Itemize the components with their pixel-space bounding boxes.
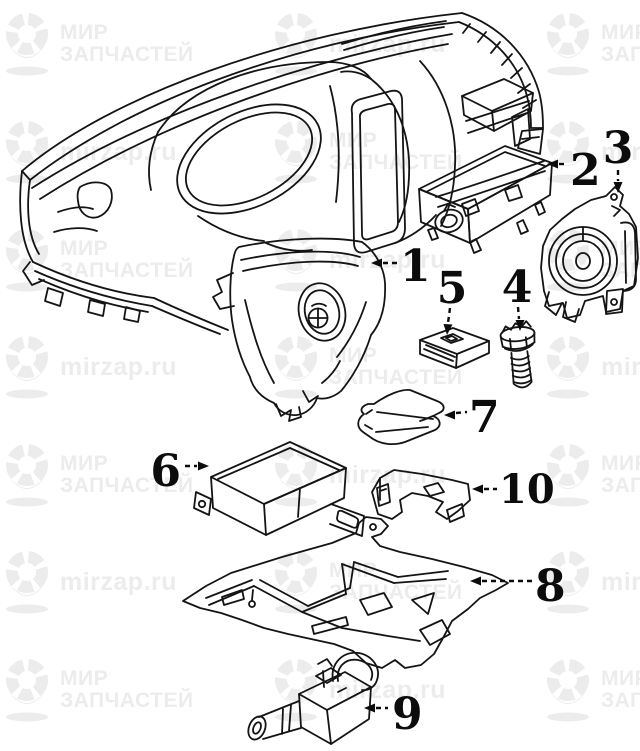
brand-pin-icon bbox=[547, 336, 589, 399]
watermark-domain: mirzap.ru bbox=[273, 12, 446, 76]
brand-pin-icon bbox=[6, 13, 48, 76]
callout-10-label: 10 bbox=[499, 466, 555, 513]
brand-pin-icon bbox=[6, 121, 48, 184]
watermark-domain-text: mirzap.ru bbox=[329, 29, 447, 58]
brand-pin-icon bbox=[6, 659, 48, 722]
clockspring-coil-drawing bbox=[540, 186, 639, 323]
callout-4-label: 4 bbox=[502, 262, 533, 313]
brand-pin-icon bbox=[547, 444, 589, 507]
callout-3-label: 3 bbox=[603, 123, 634, 174]
callout-9-label: 9 bbox=[392, 689, 423, 740]
callout-5: 5 bbox=[437, 263, 468, 335]
mounting-bolt-drawing bbox=[499, 320, 536, 389]
callout-3: 3 bbox=[603, 123, 634, 193]
instrument-panel-drawing bbox=[19, 12, 546, 335]
watermark-domain-text: mirzap.ru bbox=[601, 352, 640, 381]
u-nut-clip-drawing bbox=[419, 327, 490, 369]
callout-7: 7 bbox=[444, 392, 500, 443]
brand-pin-icon bbox=[547, 121, 589, 184]
watermark-domain: mirzap.ru bbox=[273, 658, 446, 722]
callout-10: 10 bbox=[472, 466, 555, 513]
module-cover-drawing bbox=[357, 389, 445, 446]
callout-6-label: 6 bbox=[150, 446, 181, 497]
watermark-domain: mirzap.ru bbox=[545, 335, 640, 399]
airbag-control-module-drawing bbox=[193, 441, 365, 537]
brand-pin-icon bbox=[275, 121, 317, 184]
brand-pin-icon bbox=[547, 551, 589, 614]
brand-pin-icon bbox=[6, 551, 48, 614]
callout-6: 6 bbox=[150, 446, 209, 497]
callout-9: 9 bbox=[364, 689, 423, 740]
brand-pin-icon bbox=[547, 659, 589, 722]
brand-pin-icon bbox=[6, 336, 48, 399]
callout-8-label: 8 bbox=[535, 561, 566, 612]
callout-2: 2 bbox=[547, 145, 601, 196]
watermark-domain: mirzap.ru bbox=[545, 550, 640, 614]
brand-pin-icon bbox=[275, 659, 317, 722]
callout-7-label: 7 bbox=[469, 392, 500, 443]
callout-2-label: 2 bbox=[570, 145, 601, 196]
watermark-domain-text: mirzap.ru bbox=[601, 567, 640, 596]
impact-sensor-drawing bbox=[247, 651, 379, 745]
brand-pin-icon bbox=[547, 229, 589, 292]
watermark-domain-text: mirzap.ru bbox=[60, 352, 178, 381]
passenger-airbag-module-drawing bbox=[418, 145, 553, 254]
brand-pin-icon bbox=[6, 444, 48, 507]
support-bracket-drawing bbox=[371, 469, 471, 523]
callout-4: 4 bbox=[502, 262, 533, 331]
callout-5-label: 5 bbox=[437, 263, 468, 314]
callout-1-label: 1 bbox=[400, 241, 431, 292]
callout-8: 8 bbox=[470, 561, 566, 612]
watermark-domain-text: mirzap.ru bbox=[60, 567, 178, 596]
watermark-domain: mirzap.ru bbox=[4, 550, 177, 614]
watermark-domain: mirzap.ru bbox=[545, 120, 640, 184]
watermark-domain: mirzap.ru bbox=[4, 335, 177, 399]
mounting-plate-drawing bbox=[182, 516, 509, 669]
steering-wheel-emblem bbox=[297, 282, 347, 342]
watermark-domain-text: mirzap.ru bbox=[601, 137, 640, 166]
brand-pin-icon bbox=[547, 13, 589, 76]
driver-airbag-module-drawing bbox=[212, 237, 386, 422]
callout-1: 1 bbox=[371, 241, 431, 292]
watermark-domain-text: mirzap.ru bbox=[329, 245, 447, 274]
